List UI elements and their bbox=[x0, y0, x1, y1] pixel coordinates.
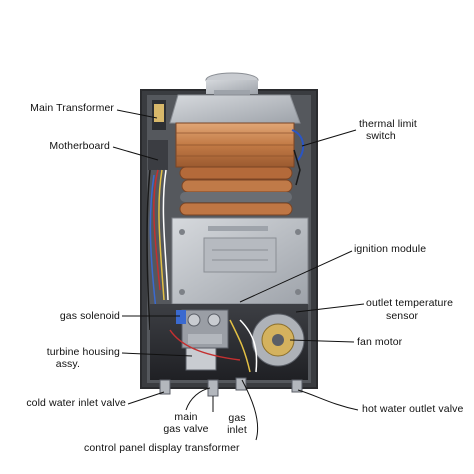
label-cold-water-inlet-valve: cold water inlet valve bbox=[26, 397, 126, 409]
leader-fan-motor bbox=[289, 339, 355, 343]
label-main-gas-valve-line2: gas valve bbox=[163, 423, 209, 435]
label-turbine-housing-line2: assy. bbox=[55, 358, 80, 370]
label-ignition-module: ignition module bbox=[354, 243, 427, 255]
leader-thermal-limit-switch bbox=[301, 129, 357, 147]
label-motherboard: Motherboard bbox=[49, 140, 110, 152]
leader-lines bbox=[112, 109, 365, 441]
leader-main-gas-valve bbox=[185, 387, 211, 411]
leader-main-transformer bbox=[116, 109, 158, 119]
label-outlet-temp-sensor-line1: outlet temperature bbox=[366, 297, 454, 309]
leader-control-panel-transformer bbox=[241, 379, 259, 441]
leader-ignition-module bbox=[239, 250, 353, 303]
leader-motherboard bbox=[112, 146, 159, 161]
label-thermal-limit-switch-line2: switch bbox=[366, 130, 396, 142]
label-fan-motor: fan motor bbox=[357, 336, 403, 348]
leader-outlet-temp-sensor bbox=[295, 303, 365, 313]
label-outlet-temp-sensor-line2: sensor bbox=[386, 310, 419, 322]
label-turbine-housing-line1: turbine housing bbox=[46, 346, 120, 358]
exhaust-hood bbox=[169, 94, 301, 124]
label-gas-solenoid: gas solenoid bbox=[59, 310, 120, 322]
label-gas-inlet-line1: gas bbox=[228, 412, 246, 424]
label-main-transformer: Main Transformer bbox=[30, 102, 114, 114]
label-main-gas-valve-line1: main bbox=[174, 411, 198, 423]
leader-hot-water-outlet bbox=[297, 389, 359, 411]
label-thermal-limit-switch-line1: thermal limit bbox=[359, 118, 417, 130]
label-control-panel-display-transformer: control panel display transformer bbox=[84, 442, 240, 454]
leader-turbine-housing bbox=[121, 352, 193, 357]
leader-cold-water-inlet bbox=[127, 391, 165, 405]
label-gas-inlet-line2: inlet bbox=[227, 424, 247, 436]
label-hot-water-outlet-valve: hot water outlet valve bbox=[362, 403, 464, 415]
